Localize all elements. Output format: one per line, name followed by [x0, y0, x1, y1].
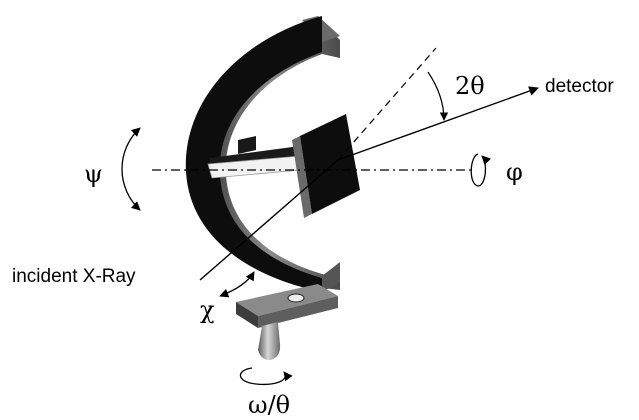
omega-theta-label: ω/θ — [248, 391, 290, 419]
base-plate-side — [258, 296, 338, 328]
rotation-arrows — [121, 71, 492, 386]
base-hole — [287, 293, 305, 303]
diffracted-beam — [337, 86, 539, 161]
detector-label: detector — [545, 76, 614, 97]
incident-beam-extension — [337, 47, 437, 161]
sample-holder — [207, 136, 301, 179]
cradle-bracket-top — [322, 262, 340, 292]
incident-beam — [199, 159, 339, 281]
beam-lines — [152, 47, 539, 281]
two-theta-label: 2θ — [455, 72, 485, 100]
sample-plate — [292, 114, 360, 218]
holder-arm-top — [210, 146, 300, 166]
phi-label: φ — [506, 158, 523, 186]
holder-small-block — [238, 136, 256, 154]
omega-axis-bulb — [258, 322, 281, 361]
psi-label: ψ — [84, 160, 103, 188]
chi-cradle — [185, 16, 340, 292]
incident-xray-label: incident X-Ray — [12, 266, 136, 287]
sample-plate-edge — [292, 136, 312, 218]
phi-rotation-arrow — [470, 153, 492, 187]
base-plate-front — [236, 302, 258, 328]
two-theta-arc-arrow — [427, 71, 449, 121]
psi-rotation-arrow — [121, 127, 141, 211]
base-plate-top — [236, 284, 338, 316]
chi-label: χ — [200, 296, 215, 324]
chi-rotation-arrow — [219, 271, 255, 298]
goniometer-base — [236, 284, 338, 361]
omega-rotation-arrow — [239, 367, 293, 386]
cradle-front-face — [185, 16, 322, 292]
sample-plate-face — [300, 114, 360, 214]
